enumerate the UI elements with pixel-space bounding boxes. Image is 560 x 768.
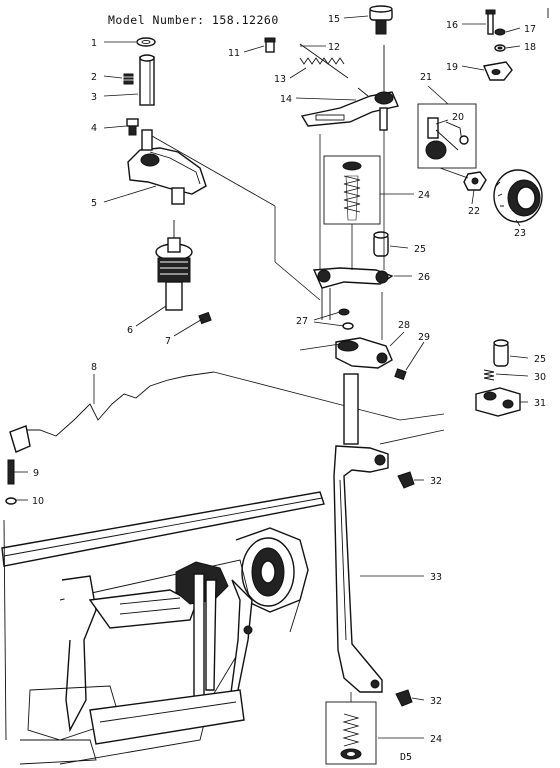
part-9-pin [7, 459, 15, 485]
callout-27: 27 [296, 316, 308, 327]
callout-21: 21 [420, 72, 432, 83]
callout-24b: 24 [430, 734, 442, 745]
part-5-bracket [127, 129, 276, 207]
diagram-code: D5 [400, 752, 413, 763]
part-14-lever [300, 45, 399, 131]
part-32b-screw-lower [395, 689, 413, 707]
callout-24: 24 [418, 190, 430, 201]
part-30-spring [483, 369, 495, 381]
part-7-screw [198, 311, 212, 325]
part-17-washer [494, 28, 506, 36]
callout-6: 6 [127, 325, 133, 336]
callout-3: 3 [91, 92, 97, 103]
callout-10: 10 [32, 496, 44, 507]
callout-32b: 32 [430, 696, 442, 707]
callout-1: 1 [91, 38, 97, 49]
callout-5: 5 [91, 198, 97, 209]
callout-leaders [14, 15, 529, 739]
guide-lines [274, 130, 469, 702]
part-24-box-top [323, 155, 381, 225]
callout-30: 30 [534, 372, 546, 383]
part-12-pin [299, 43, 349, 79]
part-22-nut [463, 171, 487, 191]
part-33-needle-bar [333, 373, 389, 693]
callout-29: 29 [418, 332, 430, 343]
callout-12: 12 [328, 42, 340, 53]
model-number-label: Model Number: 158.12260 [108, 13, 279, 27]
callout-32: 32 [430, 476, 442, 487]
part-4-screw [126, 118, 139, 136]
machine-body [1, 491, 325, 765]
part-19-plate [483, 61, 513, 81]
callout-labels: 1 2 3 4 5 6 7 8 9 10 11 12 13 14 15 16 1… [32, 14, 546, 745]
part-29-screw [394, 368, 407, 381]
part-25b-plunger [493, 339, 509, 367]
part-1-retaining-ring [136, 37, 156, 47]
callout-25b: 25 [534, 354, 546, 365]
callout-4: 4 [91, 123, 97, 134]
part-26-link [312, 267, 394, 320]
part-18-washer [494, 44, 506, 52]
callout-15: 15 [328, 14, 340, 25]
callout-22: 22 [468, 206, 480, 217]
part-21-assembly-box [417, 103, 477, 169]
callout-7: 7 [165, 336, 171, 347]
callout-16: 16 [446, 20, 458, 31]
part-24b-box-bottom [325, 701, 377, 765]
part-3-sleeve [139, 54, 155, 106]
part-16-pin [485, 9, 496, 35]
callout-33: 33 [430, 572, 442, 583]
part-15-screw [369, 5, 393, 35]
callout-20: 20 [452, 112, 464, 123]
callout-9: 9 [33, 468, 39, 479]
callout-14: 14 [280, 94, 292, 105]
callout-23: 23 [514, 228, 526, 239]
part-28-clamp [335, 337, 393, 369]
callout-17: 17 [524, 24, 536, 35]
callout-11: 11 [228, 48, 240, 59]
callout-25: 25 [414, 244, 426, 255]
part-11-screw [264, 37, 276, 53]
part-20-eccentric [425, 117, 469, 160]
callout-8: 8 [91, 362, 97, 373]
callout-19: 19 [446, 62, 458, 73]
part-10-nut [5, 497, 17, 505]
part-6-gear [155, 220, 193, 311]
part-8-rod [9, 371, 445, 453]
part-23-dial [493, 169, 543, 223]
part-32-screw-upper [397, 471, 415, 489]
callout-26: 26 [418, 272, 430, 283]
part-13-spring [299, 57, 345, 65]
callout-13: 13 [274, 74, 286, 85]
part-2-screw [123, 73, 134, 85]
callout-28: 28 [398, 320, 410, 331]
part-31-block [475, 387, 521, 417]
callout-2: 2 [91, 72, 97, 83]
callout-31: 31 [534, 398, 546, 409]
callout-18: 18 [524, 42, 536, 53]
part-25-plunger [373, 231, 389, 257]
